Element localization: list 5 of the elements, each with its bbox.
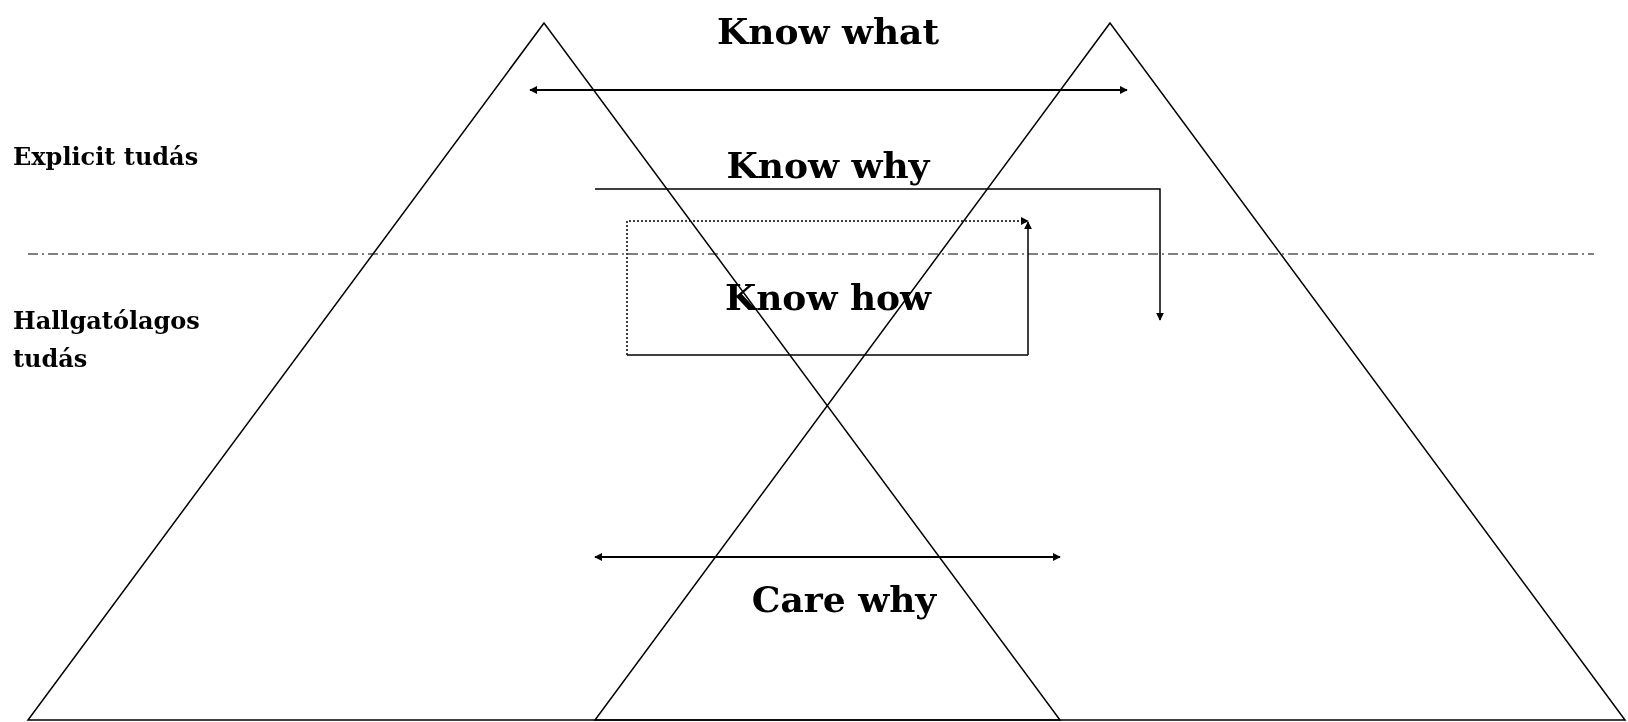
side-label: Hallgatólagos tudás [13, 305, 201, 375]
level-label: Care why [751, 577, 937, 622]
side-label: Explicit tudás [13, 141, 199, 173]
level-label: Know what [716, 9, 940, 54]
level-label: Know why [726, 143, 930, 188]
